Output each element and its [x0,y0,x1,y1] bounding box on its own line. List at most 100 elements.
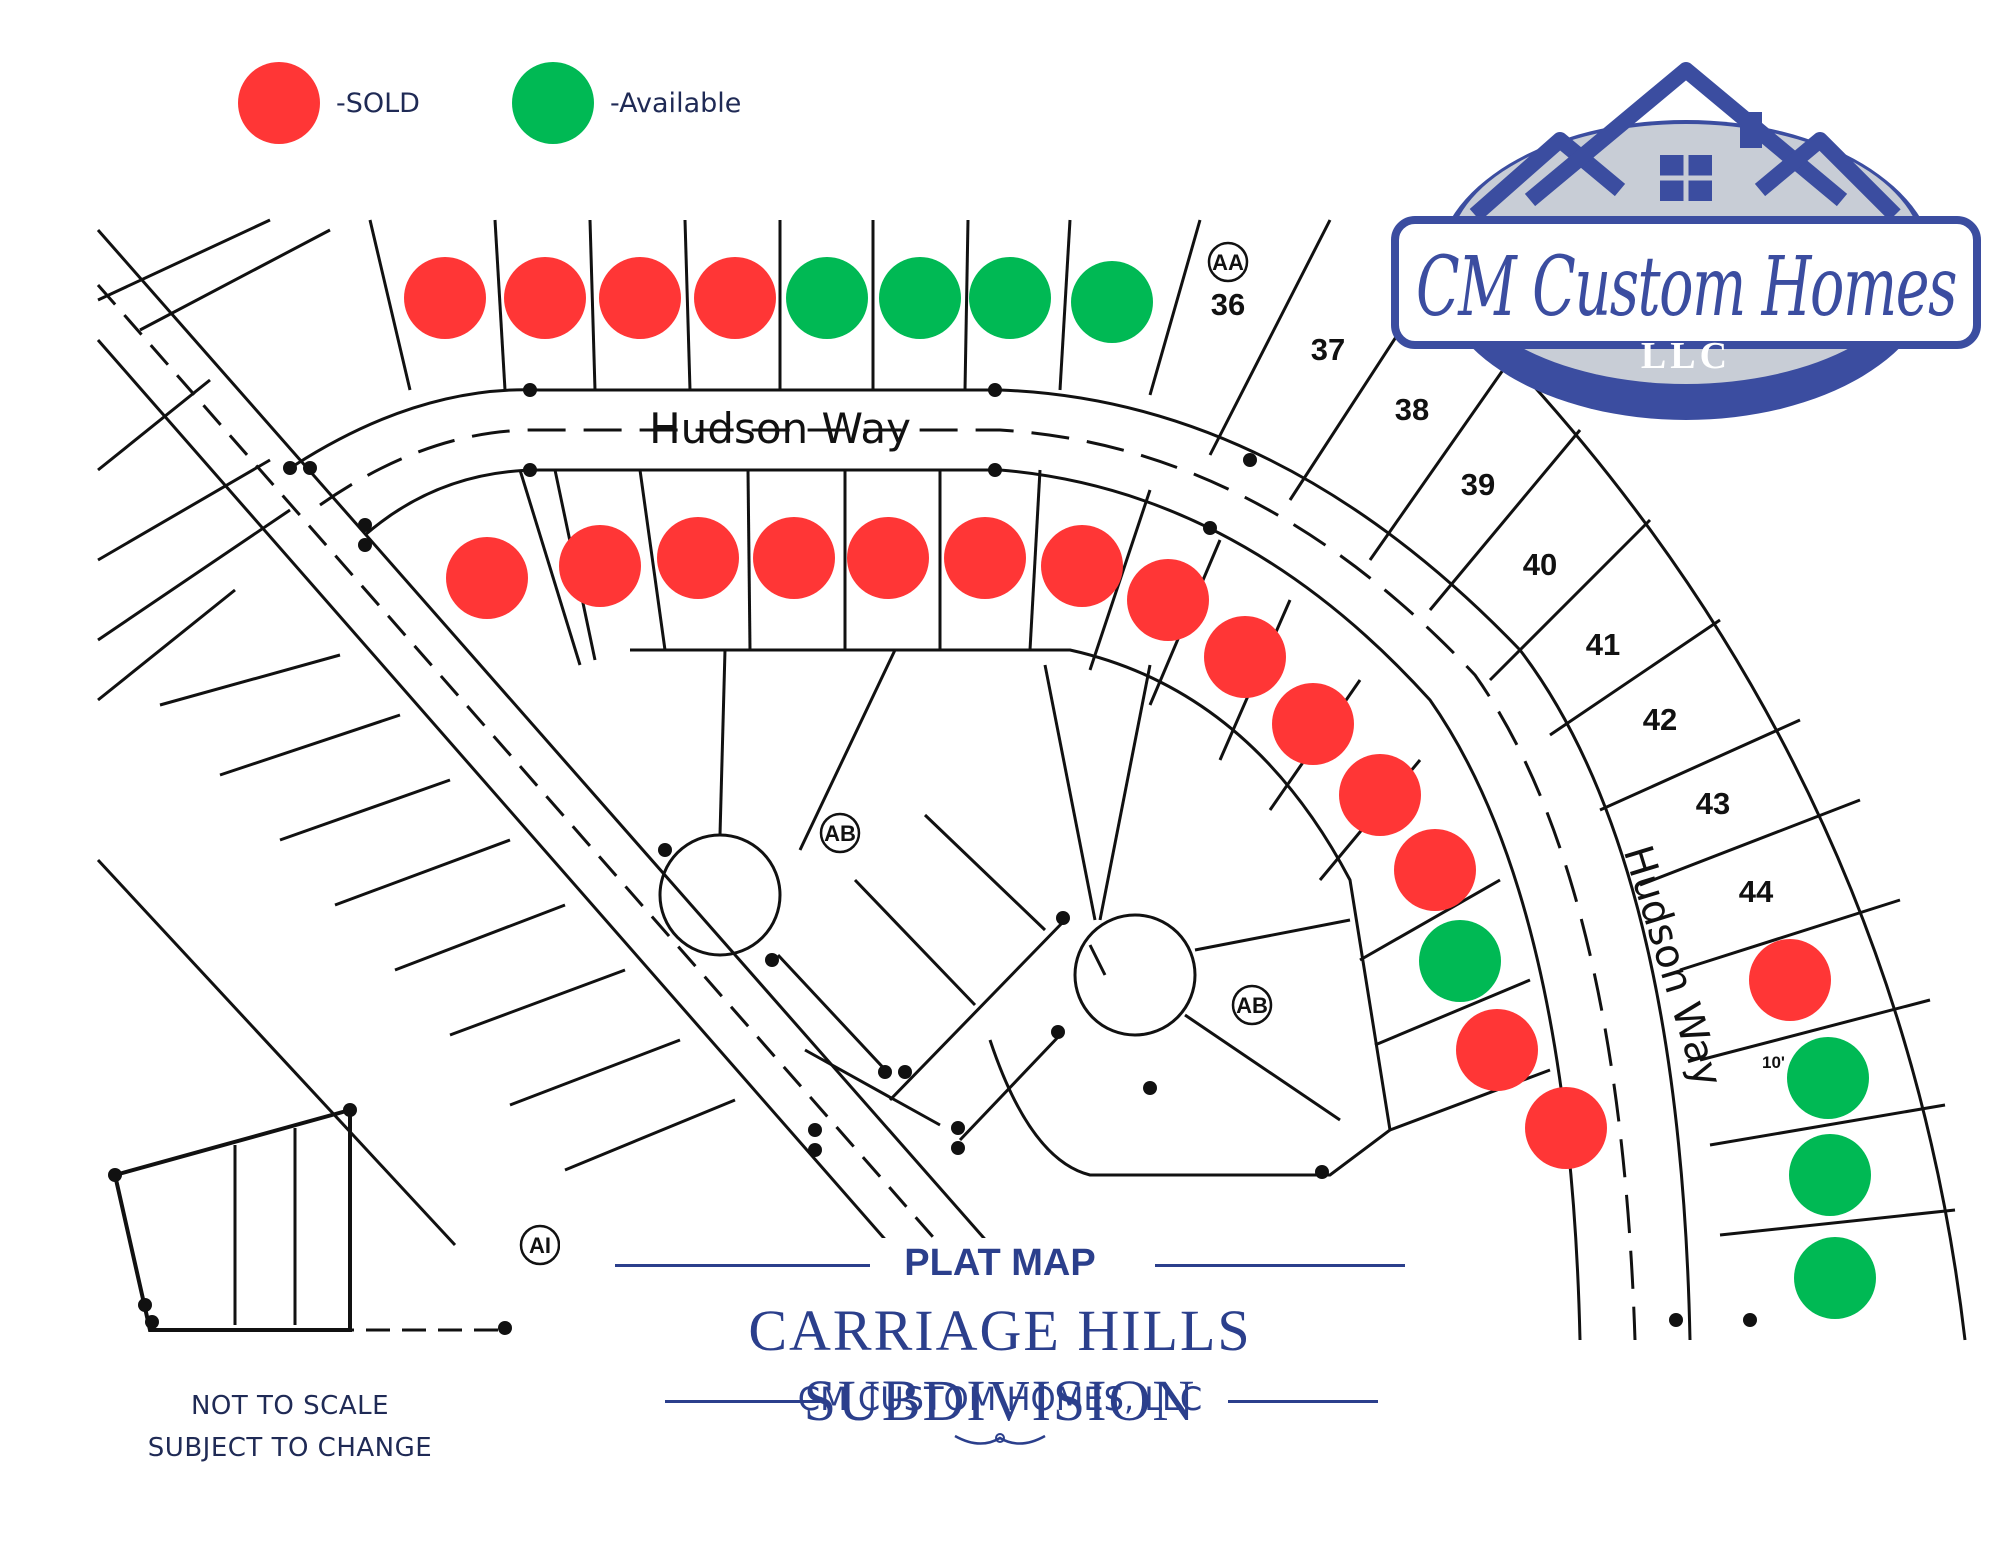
legend-sold-label: -SOLD [336,87,420,119]
lot-marker-sold[interactable] [1394,829,1476,911]
survey-point [878,1065,892,1079]
flourish-icon [954,1433,1046,1445]
street-label-top: Hudson Way [649,404,911,453]
lot-marker-available[interactable] [1787,1037,1869,1119]
disclaimer-line-1: NOT TO SCALE [190,1391,390,1421]
survey-point [765,953,779,967]
lot-marker-sold[interactable] [753,517,835,599]
easement-note: 10' [1762,1053,1785,1072]
survey-point [108,1168,122,1182]
block-tag-label: AA [1212,250,1244,275]
survey-point [498,1321,512,1335]
title-rule-left [615,1264,870,1267]
lot-number: 40 [1523,547,1557,582]
lot-marker-sold[interactable] [1456,1009,1538,1091]
lot-marker-sold[interactable] [694,257,776,339]
lot-marker-sold[interactable] [1272,683,1354,765]
lot-marker-available[interactable] [879,257,961,339]
title-block: PLAT MAP CARRIAGE HILLS SUBDIVISION CM C… [560,1238,1440,1458]
lot-marker-sold[interactable] [504,257,586,339]
lot-marker-sold[interactable] [1204,616,1286,698]
survey-point [283,461,297,475]
logo-name: CM Custom Homes [1416,240,1956,335]
lot-marker-available[interactable] [969,257,1051,339]
legend-sold: -SOLD [238,62,420,144]
lot-number: 36 [1211,287,1245,322]
lot-number: 37 [1311,332,1345,367]
lot-marker-sold[interactable] [1127,559,1209,641]
survey-point [303,461,317,475]
title-rule-right [1155,1264,1405,1267]
legend-available-label: -Available [610,87,742,119]
lot-marker-sold[interactable] [944,517,1026,599]
survey-point [808,1123,822,1137]
block-tag-ring [1231,984,1273,1026]
block-tag-label: AB [1236,993,1268,1018]
lot-marker-available[interactable] [1071,261,1153,343]
lot-marker-sold[interactable] [1525,1087,1607,1169]
lot-marker-sold[interactable] [446,537,528,619]
lot-marker-sold[interactable] [1041,525,1123,607]
house-roof-icon [1469,62,1901,221]
lot-number: 42 [1643,702,1677,737]
survey-point [1056,911,1070,925]
survey-point [951,1141,965,1155]
lot-marker-available[interactable] [786,257,868,339]
survey-point [1743,1313,1757,1327]
lot-number: 41 [1586,627,1620,662]
survey-point [1203,521,1217,535]
lot-marker-sold[interactable] [657,517,739,599]
lot-marker-sold[interactable] [1339,754,1421,836]
block-tag: AB [819,812,861,854]
survey-point [343,1103,357,1117]
lot-marker-sold[interactable] [599,257,681,339]
lot-marker-sold[interactable] [404,257,486,339]
disclaimer: NOT TO SCALE SUBJECT TO CHANGE [110,1385,470,1469]
block-tag-group: AA AB AB AI [519,241,1273,1266]
plat-map-heading: PLAT MAP [904,1242,1096,1284]
block-tag-ring [819,812,861,854]
company-rule-right [1228,1400,1378,1403]
block-tag-label: AB [824,821,856,846]
logo-suffix: LLC [1641,335,1731,377]
lot-number: 39 [1461,467,1495,502]
block-tag: AB [1231,984,1273,1026]
sold-swatch [238,62,320,144]
legend-available: -Available [512,62,741,144]
survey-point [1669,1313,1683,1327]
survey-point [145,1315,159,1329]
available-swatch [512,62,594,144]
block-tag-ring [1207,241,1249,283]
lot-marker-available[interactable] [1789,1134,1871,1216]
company-logo: CM Custom Homes LLC [1391,62,1981,420]
lot-marker-sold[interactable] [559,525,641,607]
plat-linework [96,218,1967,1341]
company-rule-left [665,1400,820,1403]
lot-marker-available[interactable] [1794,1237,1876,1319]
lot-marker-sold[interactable] [847,517,929,599]
lot-marker-group [404,257,1876,1319]
lot-number-group: 36 37 38 39 40 41 42 43 44 [1211,287,1774,909]
street-label-right: Hudson Way [1614,840,1731,1092]
survey-point [898,1065,912,1079]
survey-point [138,1298,152,1312]
lot-marker-available[interactable] [1419,920,1501,1002]
survey-point [1143,1081,1157,1095]
survey-point [358,518,372,532]
block-tag-ring [519,1224,561,1266]
lot-marker-sold[interactable] [1749,939,1831,1021]
survey-point [523,463,537,477]
survey-point [358,538,372,552]
lot-number: 44 [1739,874,1774,909]
survey-point [1051,1025,1065,1039]
survey-point [808,1143,822,1157]
block-tag: AI [519,1224,561,1266]
lot-number: 43 [1696,786,1730,821]
disclaimer-line-2: SUBJECT TO CHANGE [147,1433,433,1463]
survey-point [1243,453,1257,467]
block-tag-label: AI [529,1233,551,1258]
survey-point [951,1121,965,1135]
block-tag: AA [1207,241,1249,283]
lot-number: 38 [1395,392,1429,427]
